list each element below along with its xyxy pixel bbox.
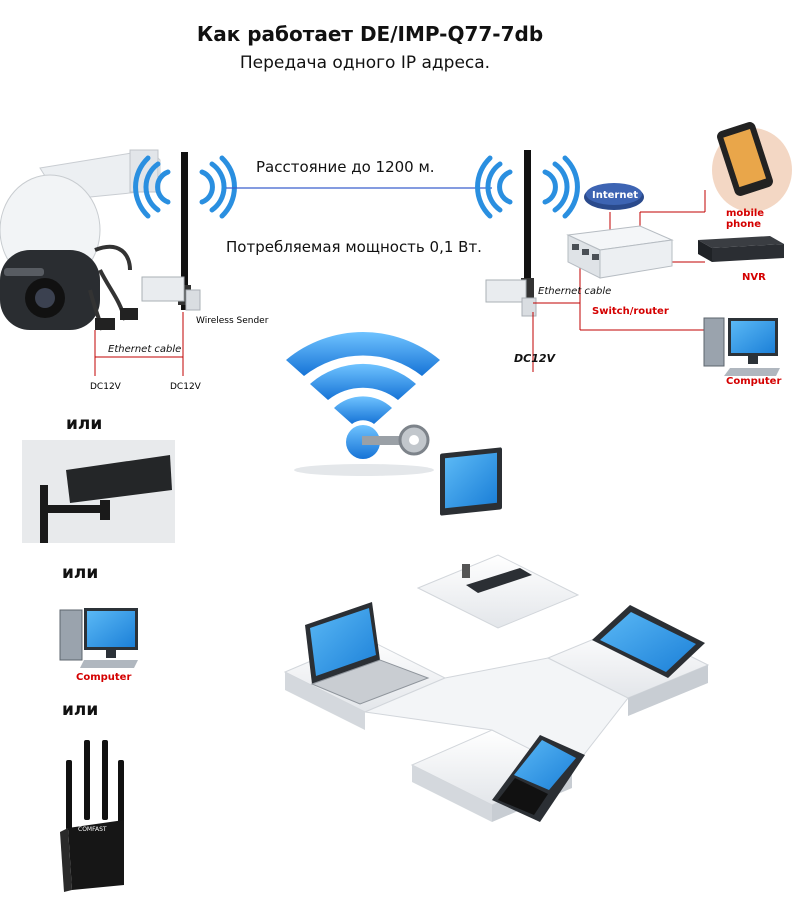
computer-icon <box>703 317 780 376</box>
or-label-2: или <box>62 563 99 583</box>
or-label-3: или <box>62 700 99 720</box>
box-camera-icon <box>22 440 175 543</box>
left-dc-label-2: DC12V <box>170 382 201 392</box>
internet-cloud-icon <box>584 183 644 210</box>
connector-icon <box>120 308 138 320</box>
right-wifi-signal-icon <box>475 155 580 219</box>
wifi-key-icon <box>286 332 440 476</box>
mobile-phone-label: mobile phone <box>726 208 765 230</box>
right-ethernet-label: Ethernet cable <box>538 286 612 297</box>
connector-icon <box>95 318 115 330</box>
page-subtitle: Передача одного IP адреса. <box>239 53 491 73</box>
small-computer-label: Computer <box>76 672 132 683</box>
or-label-1: или <box>66 414 103 434</box>
left-dc-label-1: DC12V <box>90 382 121 392</box>
nvr-icon <box>698 236 784 262</box>
smartphone-icon <box>492 735 585 822</box>
switch-router-icon <box>566 225 674 279</box>
power-label: Потребляемая мощность 0,1 Вт. <box>226 238 482 256</box>
right-antenna-icon <box>521 150 534 300</box>
left-transmitter-box-icon <box>141 276 201 311</box>
right-transmitter-box-icon <box>485 279 537 317</box>
left-ethernet-label: Ethernet cable <box>108 344 182 355</box>
computer-label: Computer <box>726 376 782 387</box>
wireless-sender-label: Wireless Sender <box>196 316 269 326</box>
left-wifi-signal-icon <box>133 155 237 219</box>
left-cable-lines <box>94 312 184 376</box>
small-computer-icon <box>59 608 138 668</box>
right-dc-label: DC12V <box>514 352 556 365</box>
internet-label: Internet <box>592 190 639 201</box>
nvr-label: NVR <box>742 272 766 283</box>
distance-label: Расстояние до 1200 м. <box>256 158 435 176</box>
laptop-icon <box>305 602 430 705</box>
right-cable-lines <box>532 190 720 372</box>
desktop-monitor-icon <box>440 447 532 593</box>
mobile-phone-icon <box>712 122 792 212</box>
wifi-repeater-icon <box>60 740 124 892</box>
repeater-brand-label: COMFAST <box>78 826 107 833</box>
page-title: Как работает DE/IMP-Q77-7db <box>196 22 544 46</box>
switch-router-label: Switch/router <box>592 306 669 317</box>
tablet-icon <box>592 605 705 678</box>
ptz-camera-icon <box>0 149 161 330</box>
